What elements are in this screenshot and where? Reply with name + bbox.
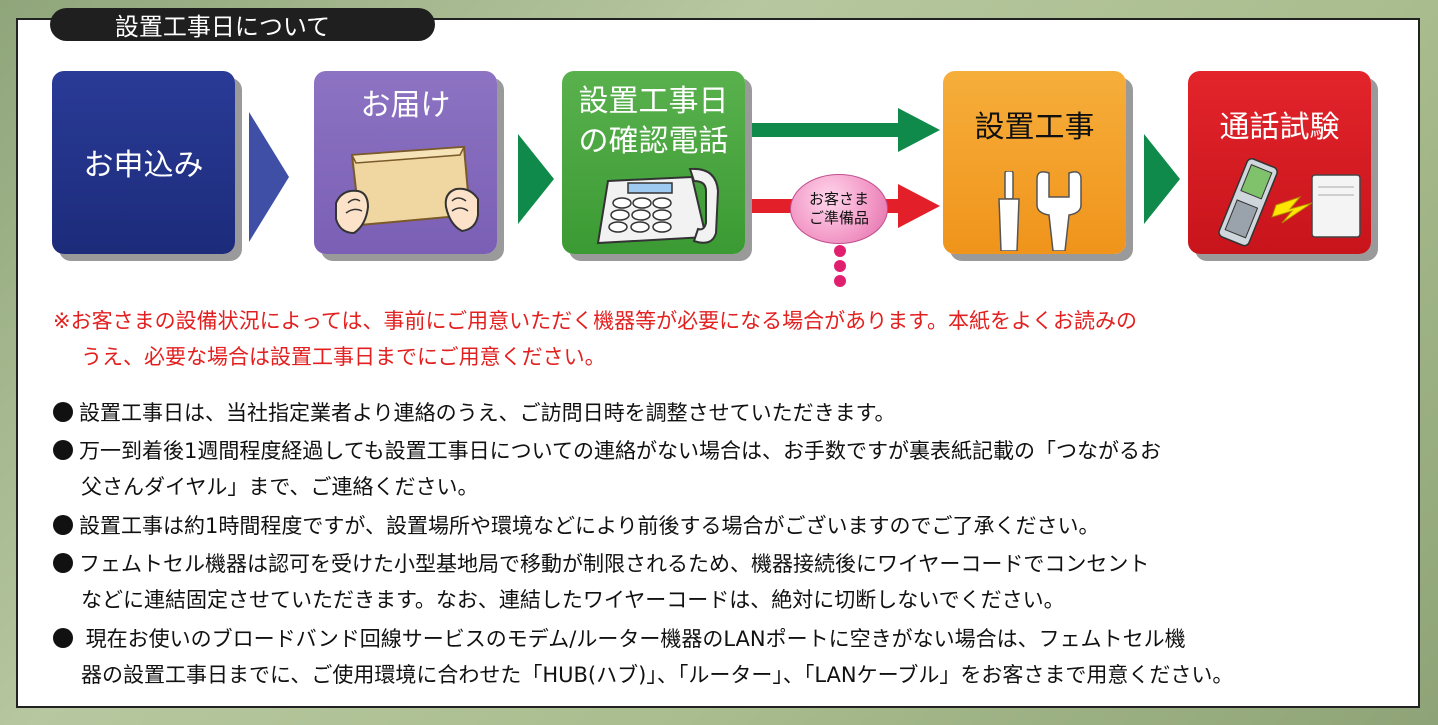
- bubble-line-1: お客さま: [808, 190, 869, 208]
- step-label-delivery: お届け: [360, 88, 451, 123]
- arrow-right-icon: [518, 134, 554, 224]
- step-label-confirm-call-1: 設置工事日: [578, 84, 729, 119]
- list-item-text: 設置工事日は、当社指定業者より連絡のうえ、ご訪問日時を調整させていただきます。: [79, 401, 896, 425]
- list-item-text: 万一到着後1週間程度経過しても設置工事日についての連絡がない場合は、お手数ですが…: [79, 439, 1162, 463]
- package-hands-icon: [335, 145, 479, 235]
- dot-marker: [834, 245, 846, 257]
- list-item-text: 現在お使いのブロードバンド回線サービスのモデム/ルーター機器のLANポートに空き…: [79, 627, 1186, 651]
- step-box-installation: 設置工事: [943, 71, 1126, 254]
- step-box-call-test: 通話試験: [1188, 71, 1371, 254]
- step-label-installation: 設置工事: [974, 110, 1095, 145]
- step-label-confirm-call-2: の確認電話: [578, 124, 729, 159]
- arrow-right-icon: [1144, 134, 1180, 224]
- section-title: 設置工事日について: [114, 13, 331, 41]
- tools-icon: [998, 171, 1082, 251]
- step-box-delivery: お届け: [314, 71, 497, 254]
- caution-note: ※お客さまの設備状況によっては、事前にご用意いただく機器等が必要になる場合があり…: [53, 303, 1393, 375]
- step-label-apply: お申込み: [83, 148, 204, 183]
- bullet-icon: [53, 628, 73, 648]
- bullet-icon: [53, 515, 73, 535]
- list-item-text-continued: 器の設置工事日までに、ご使用環境に合わせた「HUB(ハブ)」、「ルーター」、「L…: [81, 663, 1234, 687]
- dot-marker: [834, 275, 846, 287]
- bullet-icon: [53, 402, 73, 422]
- bullet-icon: [53, 440, 73, 460]
- telephone-icon: [596, 167, 720, 245]
- list-item-text-continued: 父さんダイヤル」まで、ご連絡ください。: [81, 475, 479, 499]
- phone-and-femtocell-icon: [1218, 158, 1361, 247]
- dot-marker: [834, 260, 846, 272]
- caution-note-line-2: うえ、必要な場合は設置工事日までにご用意ください。: [81, 345, 606, 369]
- step-box-apply: お申込み: [52, 71, 235, 254]
- prepare-items-bubble: お客さま ご準備品: [790, 174, 888, 244]
- arrow-right-icon: [249, 112, 289, 242]
- list-item: 万一到着後1週間程度経過しても設置工事日についての連絡がない場合は、お手数ですが…: [53, 433, 1398, 505]
- list-item: 設置工事は約1時間程度ですが、設置場所や環境などにより前後する場合がございますの…: [53, 508, 1398, 544]
- list-item-text-continued: などに連結固定させていただきます。なお、連結したワイヤーコードは、絶対に切断しな…: [81, 588, 1065, 612]
- step-label-call-test: 通話試験: [1219, 110, 1340, 145]
- list-item: 設置工事日は、当社指定業者より連絡のうえ、ご訪問日時を調整させていただきます。: [53, 395, 1398, 431]
- list-item-text: フェムトセル機器は認可を受けた小型基地局で移動が制限されるため、機器接続後にワイ…: [79, 552, 1150, 576]
- list-item: 現在お使いのブロードバンド回線サービスのモデム/ルーター機器のLANポートに空き…: [53, 621, 1398, 693]
- bubble-line-2: ご準備品: [808, 209, 869, 227]
- bullet-icon: [53, 553, 73, 573]
- list-item: フェムトセル機器は認可を受けた小型基地局で移動が制限されるため、機器接続後にワイ…: [53, 546, 1398, 618]
- caution-note-line-1: ※お客さまの設備状況によっては、事前にご用意いただく機器等が必要になる場合があり…: [53, 309, 1137, 333]
- list-item-text: 設置工事は約1時間程度ですが、設置場所や環境などにより前後する場合がございますの…: [79, 514, 1100, 538]
- section-title-tab: 設置工事日について: [50, 8, 435, 41]
- step-box-confirm-call: 設置工事日 の確認電話: [562, 71, 745, 254]
- arrow-right-icon: [752, 108, 940, 152]
